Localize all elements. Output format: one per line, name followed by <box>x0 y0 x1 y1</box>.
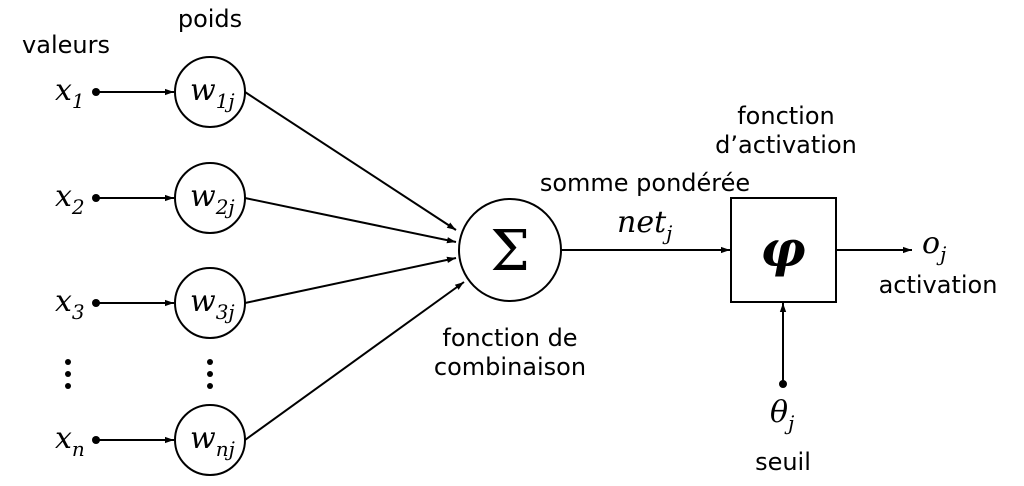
weight-ellipsis <box>207 359 213 389</box>
seuil-label: seuil <box>755 448 811 476</box>
input-label-1: x1 <box>55 73 85 113</box>
combination-function-label-2: combinaison <box>434 353 586 381</box>
weight-label-n: wnj <box>190 421 235 461</box>
activation-box <box>730 197 837 303</box>
weight-label-3: w3j <box>190 284 235 324</box>
weight-to-sum-arrow-n <box>244 281 465 441</box>
sum-symbol: Σ <box>490 219 530 284</box>
activation-function-label: fonction <box>737 102 835 130</box>
phi-symbol: φ <box>760 219 805 278</box>
input-label-3: x3 <box>55 284 85 324</box>
weight-label-2: w2j <box>190 179 235 219</box>
poids-label: poids <box>178 5 242 33</box>
weighted-sum-label: somme pondérée <box>540 169 750 197</box>
input-label-2: x2 <box>55 179 85 219</box>
weight-label-1: w1j <box>190 73 235 113</box>
output-label: oj <box>922 226 946 266</box>
activation-label: activation <box>879 271 998 299</box>
weight-to-sum-arrow-3 <box>244 256 457 304</box>
weight-to-sum-arrow-2 <box>244 197 457 244</box>
net-label: netj <box>617 205 672 245</box>
combination-function-label: fonction de <box>442 324 577 352</box>
weight-to-sum-arrow-1 <box>244 91 457 231</box>
valeurs-label: valeurs <box>22 31 110 59</box>
activation-function-label-2: d’activation <box>715 131 857 159</box>
input-label-n: xn <box>55 421 85 461</box>
threshold-label: θj <box>770 395 794 435</box>
input-ellipsis <box>65 359 71 389</box>
